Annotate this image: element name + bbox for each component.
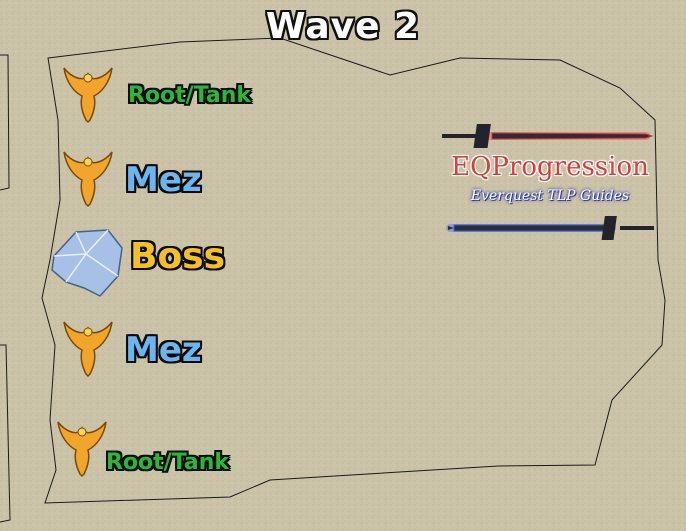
logo-title: EQProgression <box>451 152 649 182</box>
role-label-root-tank: Root/Tank <box>128 83 252 108</box>
role-label-mez: Mez <box>125 330 202 370</box>
wave-title: Wave 2 <box>265 6 421 47</box>
logo-subtitle: Everquest TLP Guides <box>470 188 630 204</box>
role-label-root-tank: Root/Tank <box>106 450 230 475</box>
phoenix-icon <box>63 151 113 208</box>
red-sword-icon <box>442 124 654 148</box>
role-label-boss: Boss <box>130 236 226 277</box>
eqprogression-logo: EQProgression Everquest TLP Guides <box>440 110 660 250</box>
phoenix-icon <box>63 321 113 378</box>
crystal-icon <box>51 229 123 297</box>
phoenix-icon <box>63 67 113 124</box>
phoenix-icon <box>57 421 107 478</box>
blue-sword-icon <box>446 216 654 240</box>
role-label-mez: Mez <box>125 160 202 200</box>
